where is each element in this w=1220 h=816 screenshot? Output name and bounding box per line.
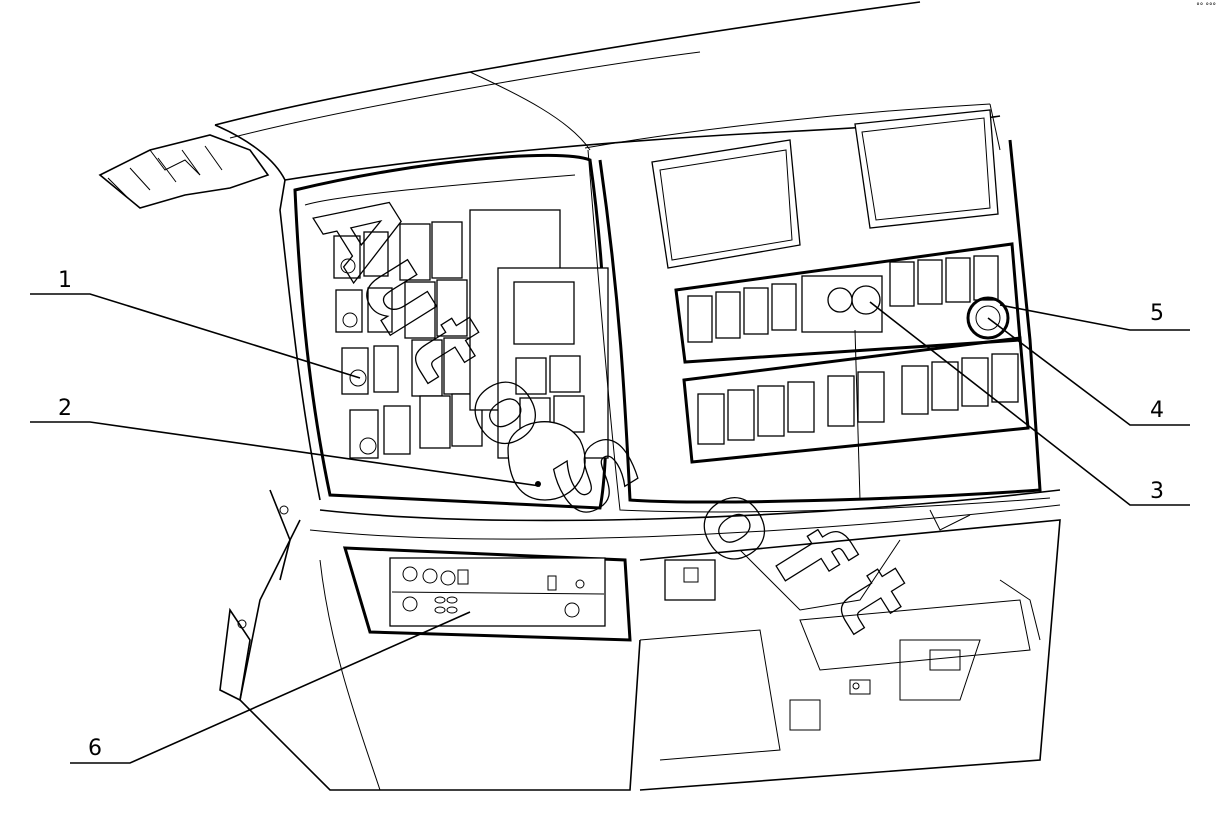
callout-label-3: 3 <box>1150 479 1164 504</box>
callout-5: 5 <box>999 301 1190 331</box>
callout-6: 6 <box>70 611 471 764</box>
callout-3: 3 <box>869 301 1190 506</box>
callout-label-4: 4 <box>1150 398 1164 423</box>
corner-mark: °° °°° <box>1196 2 1216 10</box>
callout-label-1: 1 <box>58 268 72 293</box>
lower-dashboard <box>219 489 1061 791</box>
center-right-panel <box>587 109 1051 513</box>
callout-1: 1 <box>30 268 361 379</box>
callout-label-2: 2 <box>58 396 72 421</box>
callout-4: 4 <box>987 317 1190 426</box>
left-switch-panel <box>279 153 609 510</box>
left-vent-bracket <box>98 134 270 209</box>
callout-2: 2 <box>30 396 541 487</box>
callout-label-6: 6 <box>88 736 102 761</box>
callout-label-5: 5 <box>1150 301 1164 326</box>
